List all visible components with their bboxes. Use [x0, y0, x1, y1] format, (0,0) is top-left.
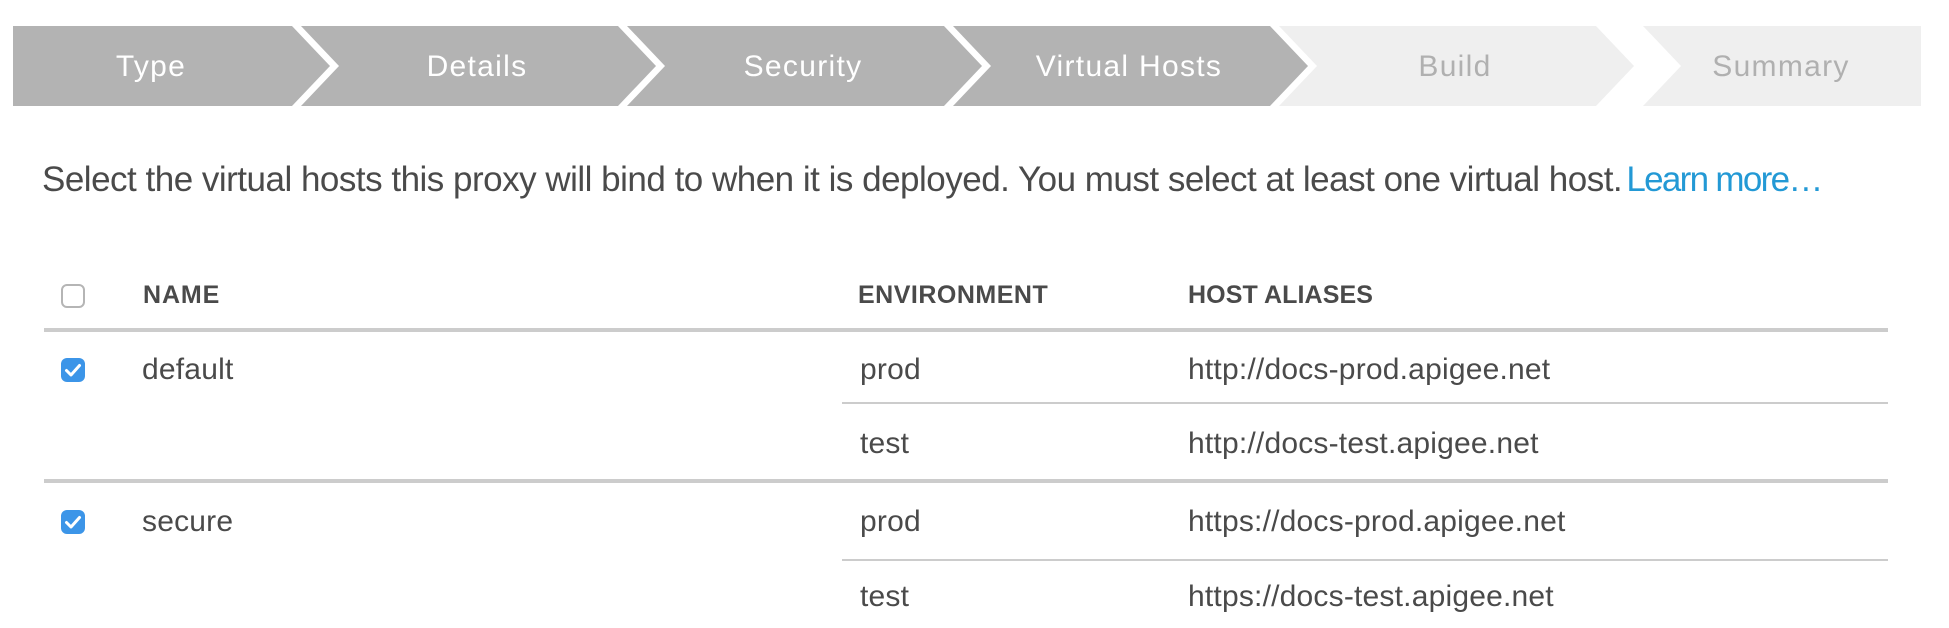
svg-text:Type: Type	[116, 50, 186, 83]
svg-text:Security: Security	[744, 50, 863, 83]
svg-text:Virtual Hosts: Virtual Hosts	[1036, 50, 1222, 83]
svg-text:Summary: Summary	[1712, 50, 1849, 83]
svg-text:Details: Details	[427, 50, 528, 83]
svg-text:Build: Build	[1418, 50, 1491, 83]
